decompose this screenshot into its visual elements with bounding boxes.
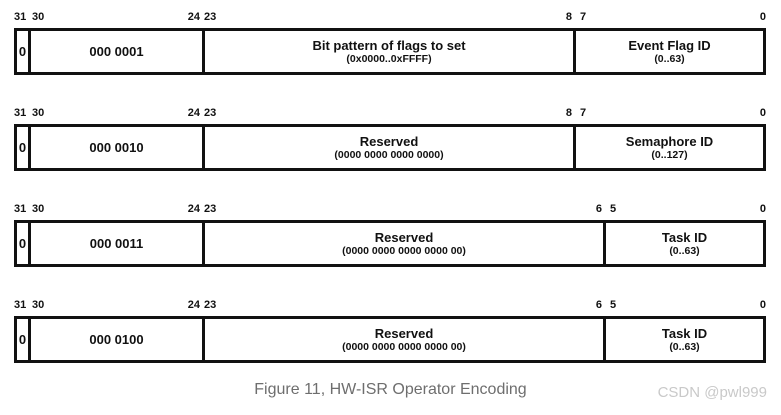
- bit-index-label: 31: [14, 203, 27, 215]
- bitfield-cell-opcode: 000 0100: [28, 319, 202, 360]
- bit-index-label: 7: [580, 107, 587, 119]
- bitfield-cell-opcode: 000 0001: [28, 31, 202, 72]
- bit-index-label: 23: [204, 203, 217, 215]
- bitfield-cell-sublabel: (0000 0000 0000 0000): [334, 148, 444, 161]
- bit-index-label: 30: [32, 11, 45, 23]
- bitfield-cell-label: Semaphore ID: [625, 133, 714, 149]
- bitfield-word: 0 000 0011 Reserved(0000 0000 0000 0000 00…: [14, 220, 766, 267]
- bit-index-label: 0: [759, 11, 766, 23]
- bitfield-cell-label: 0: [18, 332, 27, 347]
- bit-index-label: 31: [14, 299, 27, 311]
- bitfield-word: 0 000 0100 Reserved(0000 0000 0000 0000 00…: [14, 316, 766, 363]
- bit-index-label: 5: [610, 299, 617, 311]
- bit-index-label: 24: [187, 107, 200, 119]
- bitfield-cell-sublabel: (0..63): [669, 244, 700, 257]
- bitfield-cell-payload: Reserved(0000 0000 0000 0000 00): [202, 223, 603, 264]
- bitfield-cell-label: 0: [18, 140, 27, 155]
- bitfield-cell-opcode: 000 0011: [28, 223, 202, 264]
- bitfield-cell-label: 0: [18, 44, 27, 59]
- bitfield-cell-sublabel: (0000 0000 0000 0000 00): [342, 340, 466, 353]
- bitfield-cell-zero-bit: 0: [17, 319, 28, 360]
- bit-index-label: 8: [565, 107, 572, 119]
- bitfield-cell-label: Task ID: [661, 229, 708, 245]
- bit-index-label: 30: [32, 299, 45, 311]
- bitfield-cell-sublabel: (0000 0000 0000 0000 00): [342, 244, 466, 257]
- bitfield-cell-label: Event Flag ID: [628, 37, 711, 53]
- bitfield-cell-label: 0: [18, 236, 27, 251]
- bit-index-label: 30: [32, 203, 45, 215]
- bit-index-label: 30: [32, 107, 45, 119]
- bitfield-cell-label: Reserved: [359, 133, 419, 149]
- bitfield-cell-label: Bit pattern of flags to set: [312, 37, 466, 53]
- bit-index-label: 23: [204, 107, 217, 119]
- bitfield-cell-sublabel: (0..63): [654, 52, 685, 65]
- bitfield-cell-id: Event Flag ID(0..63): [573, 31, 763, 72]
- bitfield-cell-id: Task ID(0..63): [603, 223, 763, 264]
- bit-index-label: 23: [204, 11, 217, 23]
- bitfield-word: 0 000 0001 Bit pattern of flags to set(0x0…: [14, 28, 766, 75]
- bitfield-cell-label: Reserved: [374, 325, 434, 341]
- bitfield-cell-opcode: 000 0010: [28, 127, 202, 168]
- bit-index-label: 24: [187, 299, 200, 311]
- bit-index-label: 7: [580, 11, 587, 23]
- bitfield-cell-label: 000 0001: [89, 44, 144, 59]
- bit-index-label: 6: [595, 203, 602, 215]
- bit-index-label: 8: [565, 11, 572, 23]
- bitfield-cell-label: 000 0011: [89, 236, 144, 251]
- bit-index-label: 31: [14, 107, 27, 119]
- bitfield-cell-zero-bit: 0: [17, 31, 28, 72]
- bit-index-label: 5: [610, 203, 617, 215]
- figure-caption: Figure 11, HW-ISR Operator Encoding: [254, 381, 527, 398]
- bitfield-cell-zero-bit: 0: [17, 127, 28, 168]
- bitfield-cell-sublabel: (0..63): [669, 340, 700, 353]
- bit-index-label: 24: [187, 11, 200, 23]
- bit-index-label: 0: [759, 107, 766, 119]
- bit-index-label: 6: [595, 299, 602, 311]
- bitfield-cell-payload: Bit pattern of flags to set(0x0000..0xFF…: [202, 31, 573, 72]
- bitfield-cell-zero-bit: 0: [17, 223, 28, 264]
- bitfield-cell-label: Task ID: [661, 325, 708, 341]
- bitfield-cell-payload: Reserved(0000 0000 0000 0000): [202, 127, 573, 168]
- bitfield-cell-id: Task ID(0..63): [603, 319, 763, 360]
- bitfield-cell-id: Semaphore ID(0..127): [573, 127, 763, 168]
- bit-index-label: 24: [187, 203, 200, 215]
- bit-index-label: 0: [759, 299, 766, 311]
- bitfield-cell-label: Reserved: [374, 229, 434, 245]
- bitfield-cell-label: 000 0100: [89, 332, 144, 347]
- bit-index-label: 0: [759, 203, 766, 215]
- watermark: CSDN @pwl999: [657, 384, 767, 401]
- bitfield-cell-sublabel: (0x0000..0xFFFF): [346, 52, 432, 65]
- bitfield-cell-payload: Reserved(0000 0000 0000 0000 00): [202, 319, 603, 360]
- bit-index-label: 23: [204, 299, 217, 311]
- bitfield-cell-sublabel: (0..127): [651, 148, 688, 161]
- bit-index-label: 31: [14, 11, 27, 23]
- bitfield-cell-label: 000 0010: [89, 140, 144, 155]
